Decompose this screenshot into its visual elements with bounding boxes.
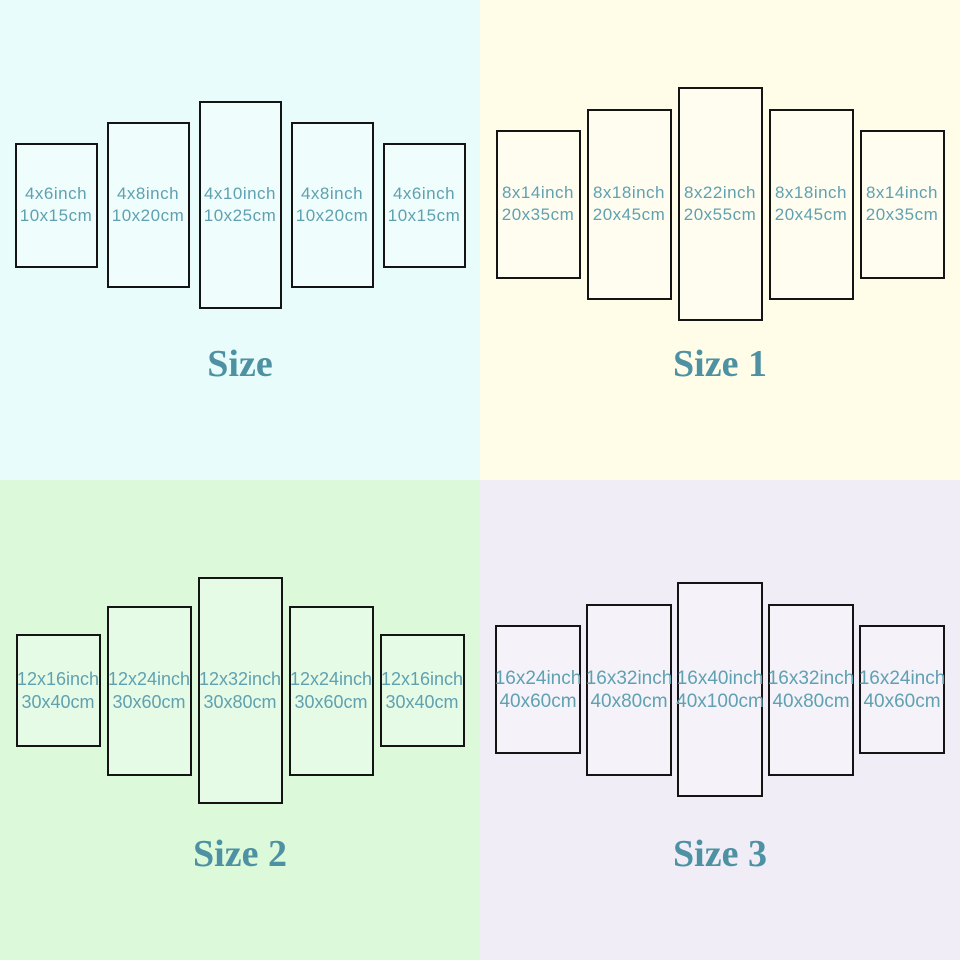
size-title: Size <box>207 343 273 385</box>
panel-size-inch: 4x10inch <box>203 184 277 203</box>
panel-size-label: 12x16inch 30x40cm <box>381 668 463 714</box>
panel-size-label: 4x6inch 10x15cm <box>388 183 460 227</box>
panel-size-cm: 40x60cm <box>863 690 941 712</box>
panel-size-cm: 30x60cm <box>112 691 186 712</box>
quadrant-size: 4x6inch 10x15cm 4x8inch 10x20cm 4x10inch… <box>0 0 480 480</box>
quadrant-size-1: 8x14inch 20x35cm 8x18inch 20x45cm 8x22in… <box>480 0 960 480</box>
panel-size-cm: 30x80cm <box>203 691 277 712</box>
panel-size-cm: 10x15cm <box>19 206 93 225</box>
panel-size-cm: 10x25cm <box>203 206 277 225</box>
panel-size-cm: 20x35cm <box>501 205 575 224</box>
canvas-panel-3: 16x40inch 40x100cm <box>676 582 764 797</box>
panel-size-cm: 10x20cm <box>295 206 369 225</box>
panel-size-label: 8x18inch 20x45cm <box>775 182 847 226</box>
panel-size-inch: 8x14inch <box>865 183 939 202</box>
panel-group: 12x16inch 30x40cm 12x24inch 30x60cm 12x3… <box>0 577 480 804</box>
panel-size-inch: 8x18inch <box>774 183 848 202</box>
panel-size-label: 8x18inch 20x45cm <box>593 182 665 226</box>
panel-size-label: 16x32inch 40x80cm <box>586 667 673 713</box>
canvas-panel-1: 12x16inch 30x40cm <box>15 634 101 747</box>
panel-size-inch: 16x24inch <box>858 667 946 689</box>
canvas-panel-2: 16x32inch 40x80cm <box>586 603 673 776</box>
size-title: Size 1 <box>673 343 767 385</box>
canvas-panel-5: 8x14inch 20x35cm <box>859 129 945 279</box>
panel-size-label: 8x14inch 20x35cm <box>502 182 574 226</box>
canvas-panel-5: 16x24inch 40x60cm <box>859 625 945 754</box>
canvas-panel-2: 4x8inch 10x20cm <box>106 122 190 288</box>
panel-size-inch: 12x24inch <box>289 668 373 689</box>
panel-size-label: 12x32inch 30x80cm <box>199 668 281 714</box>
panel-size-inch: 12x16inch <box>380 668 464 689</box>
panel-size-cm: 40x80cm <box>590 690 668 712</box>
panel-size-label: 8x14inch 20x35cm <box>866 182 938 226</box>
panel-size-label: 16x40inch 40x100cm <box>676 667 764 713</box>
panel-size-inch: 12x32inch <box>198 668 282 689</box>
panel-size-inch: 16x32inch <box>585 667 673 689</box>
canvas-panel-3: 12x32inch 30x80cm <box>197 577 283 804</box>
panel-size-label: 16x24inch 40x60cm <box>495 667 582 713</box>
panel-size-cm: 30x60cm <box>294 691 368 712</box>
panel-size-inch: 8x14inch <box>501 183 575 202</box>
panel-size-inch: 12x24inch <box>107 668 191 689</box>
quadrant-size-2: 12x16inch 30x40cm 12x24inch 30x60cm 12x3… <box>0 480 480 960</box>
panel-size-cm: 40x60cm <box>499 690 577 712</box>
canvas-panel-1: 4x6inch 10x15cm <box>14 142 98 268</box>
panel-size-cm: 40x80cm <box>772 690 850 712</box>
canvas-panel-5: 4x6inch 10x15cm <box>382 142 466 268</box>
size-title: Size 3 <box>673 833 767 875</box>
panel-size-cm: 20x45cm <box>774 205 848 224</box>
panel-size-inch: 16x40inch <box>676 667 764 689</box>
panel-size-cm: 20x55cm <box>683 205 757 224</box>
panel-size-cm: 40x100cm <box>676 690 764 712</box>
panel-size-label: 12x24inch 30x60cm <box>108 668 190 714</box>
panel-size-label: 8x22inch 20x55cm <box>684 182 756 226</box>
panel-size-label: 12x24inch 30x60cm <box>290 668 372 714</box>
panel-group: 4x6inch 10x15cm 4x8inch 10x20cm 4x10inch… <box>0 101 480 309</box>
canvas-panel-1: 8x14inch 20x35cm <box>495 129 581 279</box>
panel-size-cm: 20x45cm <box>592 205 666 224</box>
panel-size-cm: 10x15cm <box>387 206 461 225</box>
panel-size-cm: 20x35cm <box>865 205 939 224</box>
panel-size-inch: 16x24inch <box>494 667 582 689</box>
panel-size-label: 4x8inch 10x20cm <box>296 183 368 227</box>
panel-size-inch: 8x18inch <box>592 183 666 202</box>
panel-size-inch: 4x8inch <box>300 184 364 203</box>
canvas-panel-4: 12x24inch 30x60cm <box>288 605 374 776</box>
panel-size-label: 12x16inch 30x40cm <box>17 668 99 714</box>
canvas-panel-5: 12x16inch 30x40cm <box>379 634 465 747</box>
panel-size-inch: 16x32inch <box>767 667 855 689</box>
panel-size-cm: 30x40cm <box>385 691 459 712</box>
panel-size-inch: 4x6inch <box>24 184 88 203</box>
canvas-panel-3: 8x22inch 20x55cm <box>677 87 763 321</box>
panel-size-cm: 10x20cm <box>111 206 185 225</box>
panel-group: 8x14inch 20x35cm 8x18inch 20x45cm 8x22in… <box>480 87 960 321</box>
panel-size-label: 16x32inch 40x80cm <box>768 667 855 713</box>
canvas-panel-4: 16x32inch 40x80cm <box>768 603 855 776</box>
panel-size-cm: 30x40cm <box>21 691 95 712</box>
canvas-panel-2: 8x18inch 20x45cm <box>586 108 672 300</box>
quadrant-size-3: 16x24inch 40x60cm 16x32inch 40x80cm 16x4… <box>480 480 960 960</box>
panel-size-inch: 8x22inch <box>683 183 757 202</box>
canvas-panel-1: 16x24inch 40x60cm <box>495 625 581 754</box>
panel-size-label: 4x6inch 10x15cm <box>20 183 92 227</box>
panel-size-label: 4x10inch 10x25cm <box>204 183 276 227</box>
canvas-panel-2: 12x24inch 30x60cm <box>106 605 192 776</box>
canvas-panel-4: 4x8inch 10x20cm <box>290 122 374 288</box>
panel-size-inch: 4x8inch <box>116 184 180 203</box>
canvas-panel-4: 8x18inch 20x45cm <box>768 108 854 300</box>
panel-size-label: 4x8inch 10x20cm <box>112 183 184 227</box>
panel-size-inch: 4x6inch <box>392 184 456 203</box>
canvas-panel-3: 4x10inch 10x25cm <box>198 101 282 309</box>
panel-size-label: 16x24inch 40x60cm <box>859 667 946 713</box>
size-title: Size 2 <box>193 833 287 875</box>
panel-size-inch: 12x16inch <box>16 668 100 689</box>
panel-group: 16x24inch 40x60cm 16x32inch 40x80cm 16x4… <box>480 582 960 797</box>
